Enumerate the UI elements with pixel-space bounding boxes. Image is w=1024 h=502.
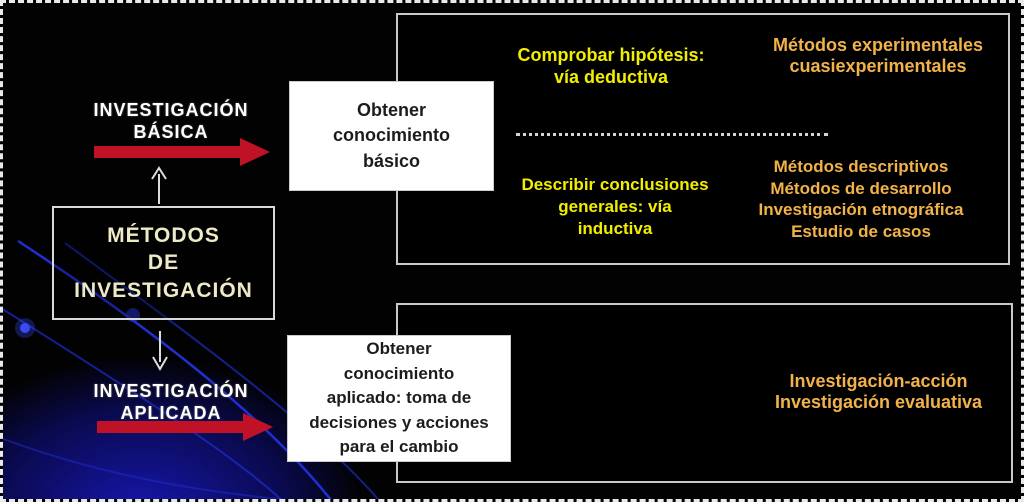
basic-outcome-line3: básico — [362, 150, 421, 171]
research-methods-box-line3: INVESTIGACIÓN — [74, 278, 253, 302]
applied-methods-list: Investigación-acción Investigación evalu… — [736, 371, 1021, 413]
deductive-goal-line1: Comprobar hipótesis: — [517, 45, 705, 65]
applied-research-label: INVESTIGACIÓN APLICADA — [61, 381, 281, 424]
applied-outcome-line2: conocimiento — [343, 363, 455, 383]
applied-outcome-line1: Obtener — [366, 339, 432, 359]
basic-research-label: INVESTIGACIÓN BÁSICA — [61, 100, 281, 143]
descriptive-method-item: Estudio de casos — [791, 221, 931, 241]
descriptive-method-item: Métodos de desarrollo — [770, 178, 952, 198]
arrow-head — [240, 138, 270, 166]
applied-outcome-line5: para el cambio — [339, 437, 459, 457]
arrow-shaft — [94, 146, 242, 158]
applied-outcome-line4: decisiones y acciones — [309, 412, 489, 432]
research-methods-box-line1: MÉTODOS — [107, 224, 220, 248]
dotted-divider — [516, 133, 828, 136]
research-methods-box-line2: DE — [147, 251, 180, 275]
applied-research-arrow-icon — [97, 413, 273, 441]
arrow-head — [243, 413, 273, 441]
experimental-methods-text: Métodos experimentales cuasiexperimental… — [748, 35, 1008, 76]
applied-outcome-line3: aplicado: toma de — [326, 388, 472, 408]
applied-research-label-line2: APLICADA — [120, 402, 222, 423]
descriptive-method-item: Investigación etnográfica — [758, 200, 964, 220]
inductive-goal-line1: Describir conclusiones — [521, 175, 709, 194]
basic-research-arrow-icon — [94, 138, 270, 166]
basic-outcome-box: Obtener conocimiento básico — [290, 82, 493, 190]
basic-outcome-line2: conocimiento — [332, 125, 450, 146]
arrow-shaft — [97, 421, 245, 433]
descriptive-methods-list: Métodos descriptivos Métodos de desarrol… — [726, 156, 996, 242]
applied-outcome-box: Obtener conocimiento aplicado: toma de d… — [288, 336, 510, 461]
inductive-goal-line2: generales: vía — [558, 196, 672, 216]
basic-research-label-line1: INVESTIGACIÓN — [93, 100, 249, 120]
inductive-goal-text: Describir conclusiones generales: vía in… — [500, 174, 730, 239]
deductive-goal-line2: vía deductiva — [553, 66, 669, 87]
experimental-methods-line1: Métodos experimentales — [772, 35, 984, 55]
applied-method-item: Investigación-acción — [789, 371, 968, 391]
descriptive-method-item: Métodos descriptivos — [773, 157, 949, 176]
down-arrow-icon — [152, 331, 168, 371]
up-arrow-icon — [151, 166, 167, 204]
basic-outcome-line1: Obtener — [356, 99, 426, 120]
deductive-goal-text: Comprobar hipótesis: vía deductiva — [496, 45, 726, 89]
experimental-methods-line2: cuasiexperimentales — [789, 55, 967, 76]
applied-method-item: Investigación evaluativa — [774, 392, 983, 413]
research-methods-box: MÉTODOS DE INVESTIGACIÓN — [52, 206, 275, 320]
applied-research-label-line1: INVESTIGACIÓN — [93, 381, 249, 401]
inductive-goal-line3: inductiva — [577, 218, 653, 238]
basic-research-label-line2: BÁSICA — [133, 121, 209, 142]
